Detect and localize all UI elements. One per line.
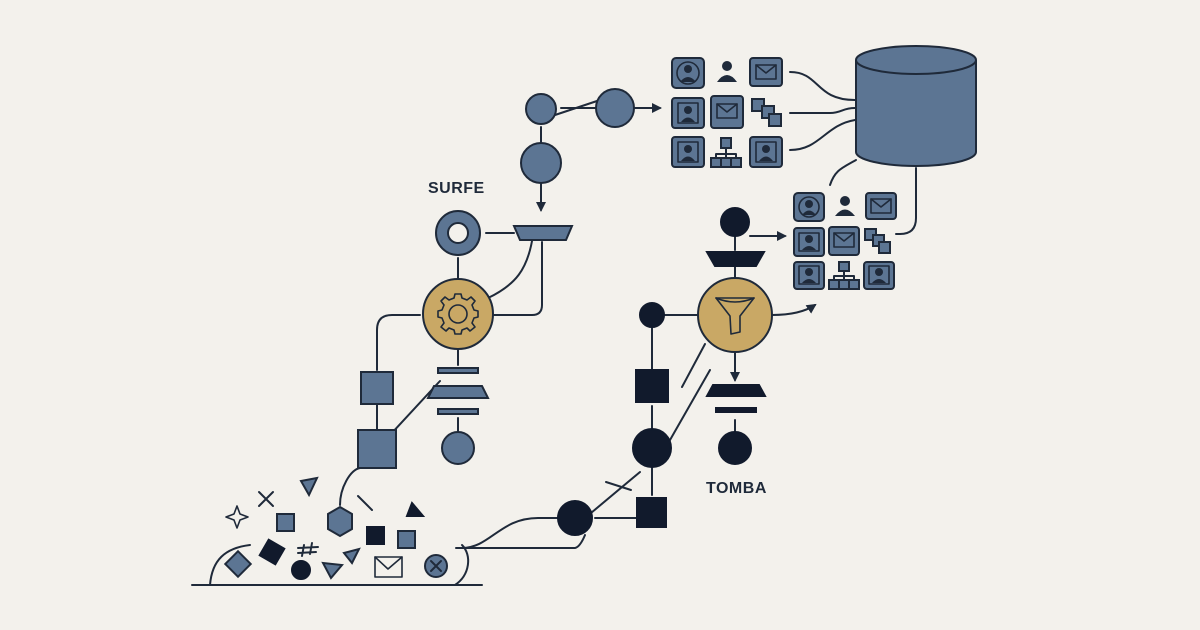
user-icon bbox=[793, 227, 825, 257]
user-icon bbox=[793, 261, 825, 290]
cross-icon bbox=[258, 491, 274, 507]
user-icon bbox=[671, 57, 705, 89]
dot-dark bbox=[291, 560, 311, 580]
diamond-blue bbox=[223, 549, 253, 579]
contact-grid-top bbox=[671, 57, 783, 168]
tomba-filter-node bbox=[697, 277, 773, 353]
tomba-branch bbox=[455, 207, 817, 549]
data-heap bbox=[191, 476, 483, 586]
node-a bbox=[520, 142, 562, 184]
user-icon bbox=[749, 136, 783, 168]
diamond-dark bbox=[258, 538, 286, 566]
tomba-square-1 bbox=[636, 497, 667, 528]
hexagon-shape bbox=[327, 505, 353, 538]
envelope-icon bbox=[710, 95, 744, 129]
tomba-node-2 bbox=[632, 428, 672, 468]
contact-grid-right bbox=[793, 192, 897, 290]
tomba-filter-stack bbox=[705, 384, 767, 413]
user-icon bbox=[793, 192, 825, 222]
node-c bbox=[595, 88, 635, 128]
square-shape bbox=[276, 513, 295, 532]
funnel-icon bbox=[715, 297, 755, 335]
square-node-small bbox=[360, 371, 394, 405]
close-circle-icon bbox=[424, 554, 448, 578]
filter-stack bbox=[426, 367, 490, 415]
tomba-square-2 bbox=[635, 369, 669, 403]
hashtag-icon bbox=[297, 542, 319, 557]
org-chart-icon bbox=[710, 137, 742, 168]
envelope-icon bbox=[374, 556, 403, 578]
tomba-top-node bbox=[720, 207, 750, 237]
triangle-shape-2 bbox=[405, 501, 426, 517]
square-dark bbox=[366, 526, 385, 545]
user-icon bbox=[671, 97, 705, 129]
org-chart-icon bbox=[828, 261, 860, 290]
surfe-label: SURFE bbox=[428, 180, 485, 197]
merge-funnel bbox=[512, 225, 574, 241]
database-icon bbox=[855, 45, 977, 167]
gear-icon bbox=[437, 293, 479, 335]
triangle-shape bbox=[299, 476, 319, 498]
user-icon bbox=[863, 261, 895, 290]
envelope-icon bbox=[828, 226, 860, 256]
triangle-shape-3 bbox=[342, 547, 361, 565]
triangle-shape-4 bbox=[321, 561, 344, 580]
output-node bbox=[441, 431, 475, 465]
envelope-icon bbox=[865, 192, 897, 220]
tomba-node-3 bbox=[639, 302, 665, 328]
user-icon bbox=[717, 61, 737, 82]
node-b bbox=[525, 93, 557, 125]
square-blue bbox=[397, 530, 416, 549]
processing-node bbox=[422, 278, 494, 350]
tomba-label: TOMBA bbox=[706, 480, 767, 497]
tomba-node-1 bbox=[557, 500, 593, 536]
user-icon bbox=[835, 196, 855, 216]
tomba-output-node bbox=[718, 431, 752, 465]
sitemap-icon bbox=[751, 98, 782, 127]
square-node bbox=[357, 429, 397, 469]
user-icon bbox=[671, 136, 705, 168]
sparkle-icon bbox=[225, 505, 249, 529]
surfe-branch bbox=[339, 88, 662, 506]
tomba-funnel-top bbox=[705, 251, 766, 267]
envelope-icon bbox=[749, 57, 783, 87]
sitemap-icon bbox=[864, 228, 891, 254]
